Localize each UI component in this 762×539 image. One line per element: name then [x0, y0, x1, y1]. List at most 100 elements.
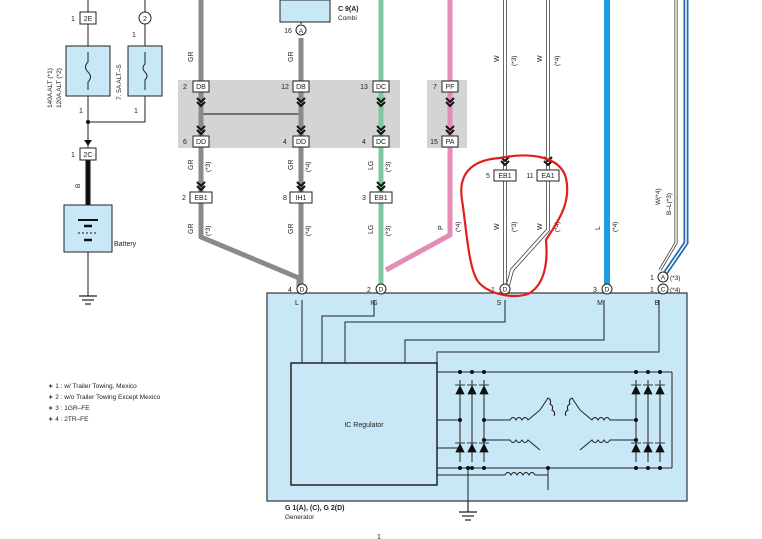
label-gr-mid-1: GR	[188, 160, 195, 171]
battery-ground-icon	[79, 295, 97, 305]
fuse-wiring	[87, 0, 146, 296]
label-gr-top-1: GR	[188, 52, 195, 63]
meter-conn-label: A	[299, 28, 304, 35]
label-gr-low-1-note: (*3)	[205, 226, 212, 236]
svg-text:4: 4	[362, 139, 366, 146]
fuse-140a-bottom-pin: 1	[79, 108, 83, 115]
battery-icon	[78, 219, 98, 242]
label-gr-mid-2: GR	[288, 160, 295, 171]
conn-2e-label: 2E	[84, 16, 93, 23]
conn-2c-arrow-icon	[84, 140, 92, 146]
svg-text:4: 4	[288, 287, 292, 294]
fuse-140a-label-2: 120A ALT (*2)	[56, 68, 63, 108]
label-gr-low-2: GR	[288, 224, 295, 235]
svg-text:M: M	[597, 300, 603, 307]
combination-meter-name: Combi	[338, 15, 357, 22]
label-lg-mid: LG	[368, 161, 375, 170]
svg-text:IH1: IH1	[296, 195, 307, 202]
svg-text:D: D	[379, 287, 384, 294]
svg-text:DB: DB	[296, 84, 306, 91]
svg-text:1: 1	[650, 275, 654, 282]
label-w-low-1: W	[494, 223, 501, 230]
battery-body	[63, 204, 113, 253]
svg-text:L: L	[295, 300, 299, 307]
svg-text:D: D	[503, 287, 508, 294]
conn-2-label: 2	[143, 16, 147, 23]
footnote-4: ∗ 4 : 2TR–FE	[48, 416, 89, 423]
generator-ground-icon	[459, 501, 477, 521]
svg-text:DC: DC	[376, 139, 386, 146]
svg-text:4: 4	[283, 139, 287, 146]
svg-text:DD: DD	[296, 139, 306, 146]
label-w-low-2-note: (*4)	[554, 222, 561, 232]
footnotes: ∗ 1 : w/ Trailer Towing, Mexico ∗ 2 : w/…	[48, 383, 161, 423]
svg-text:EB1: EB1	[374, 195, 387, 202]
svg-text:C: C	[661, 287, 666, 294]
svg-text:DD: DD	[196, 139, 206, 146]
combination-meter-code: C 9(A)	[338, 6, 359, 13]
fuse-7-5a-bottom-pin: 1	[134, 108, 138, 115]
svg-text:5: 5	[486, 173, 490, 180]
label-bl3-right: B–L(*3)	[666, 193, 673, 215]
label-w-low-1-note: (*3)	[511, 222, 518, 232]
svg-text:D: D	[605, 287, 610, 294]
label-p-low: P	[438, 225, 445, 230]
conn-2-circle	[138, 11, 152, 25]
rectifier-diodes	[455, 384, 665, 453]
conn-2c-pin: 1	[71, 152, 75, 159]
junction-top-connectors: DB 2 DB 12 DC 13 PF 7	[183, 80, 459, 93]
page-mark: 1	[377, 534, 381, 539]
wire-p	[384, 0, 453, 273]
svg-text:12: 12	[281, 84, 289, 91]
svg-text:EB1: EB1	[194, 195, 207, 202]
svg-text:D: D	[300, 287, 305, 294]
svg-text:EB1: EB1	[498, 173, 511, 180]
junction-bottom-connectors: DD 6 DD 4 DC 4 PA 15	[183, 135, 459, 148]
svg-text:11: 11	[526, 173, 533, 180]
label-gr-low-2-note: (*4)	[305, 226, 312, 236]
meter-pin: 16	[284, 28, 292, 35]
conn-2e-pin: 1	[71, 16, 75, 23]
svg-text:6: 6	[183, 139, 187, 146]
generator-junction-dots	[458, 370, 662, 470]
label-w-low-2: W	[537, 223, 544, 230]
fuse-junction-dot	[86, 120, 90, 124]
svg-text:IG: IG	[370, 300, 377, 307]
ic-regulator-label: IC Regulator	[344, 422, 384, 429]
svg-text:8: 8	[283, 195, 287, 202]
combination-meter-box	[279, 0, 331, 23]
wire-b-label: B	[75, 184, 82, 188]
conn-2e-box	[79, 11, 97, 25]
label-lg-low-note: (*3)	[385, 226, 392, 236]
svg-text:(*3): (*3)	[670, 275, 680, 282]
label-w-top-1-note: (*3)	[511, 56, 518, 66]
svg-text:DB: DB	[196, 84, 206, 91]
svg-text:1: 1	[650, 287, 654, 294]
svg-text:3: 3	[593, 287, 597, 294]
label-w-top-1: W	[494, 55, 501, 62]
fuse-140a-label-1: 140A ALT (*1)	[47, 68, 54, 108]
generator-pin-connectors: D 4 L D 2 IG D 1 S D 3 M A 1 (*3) C 1 (*…	[288, 271, 680, 307]
generator-name: Generator	[285, 514, 315, 521]
wire-b-pair	[658, 0, 689, 280]
label-gr-mid-1-note: (*3)	[205, 162, 212, 172]
svg-text:PA: PA	[446, 139, 455, 146]
svg-text:2: 2	[367, 287, 371, 294]
label-w4-right: W(*4)	[655, 188, 662, 205]
svg-text:1: 1	[491, 287, 495, 294]
label-w-top-2-note: (*4)	[554, 56, 561, 66]
svg-text:15: 15	[430, 139, 438, 146]
red-highlight-circle	[460, 154, 569, 298]
svg-text:3: 3	[362, 195, 366, 202]
label-gr-top-2: GR	[288, 52, 295, 63]
conn-2c-box	[79, 147, 97, 161]
label-l-low-note: (*4)	[612, 222, 619, 232]
label-lg-low: LG	[368, 225, 375, 234]
svg-text:(*4): (*4)	[670, 287, 680, 294]
label-lg-mid-note: (*3)	[385, 162, 392, 172]
meter-conn-circle	[295, 24, 307, 36]
fuse-140a-element	[85, 52, 91, 90]
wire-w-pair	[503, 0, 550, 286]
svg-text:A: A	[661, 275, 666, 282]
